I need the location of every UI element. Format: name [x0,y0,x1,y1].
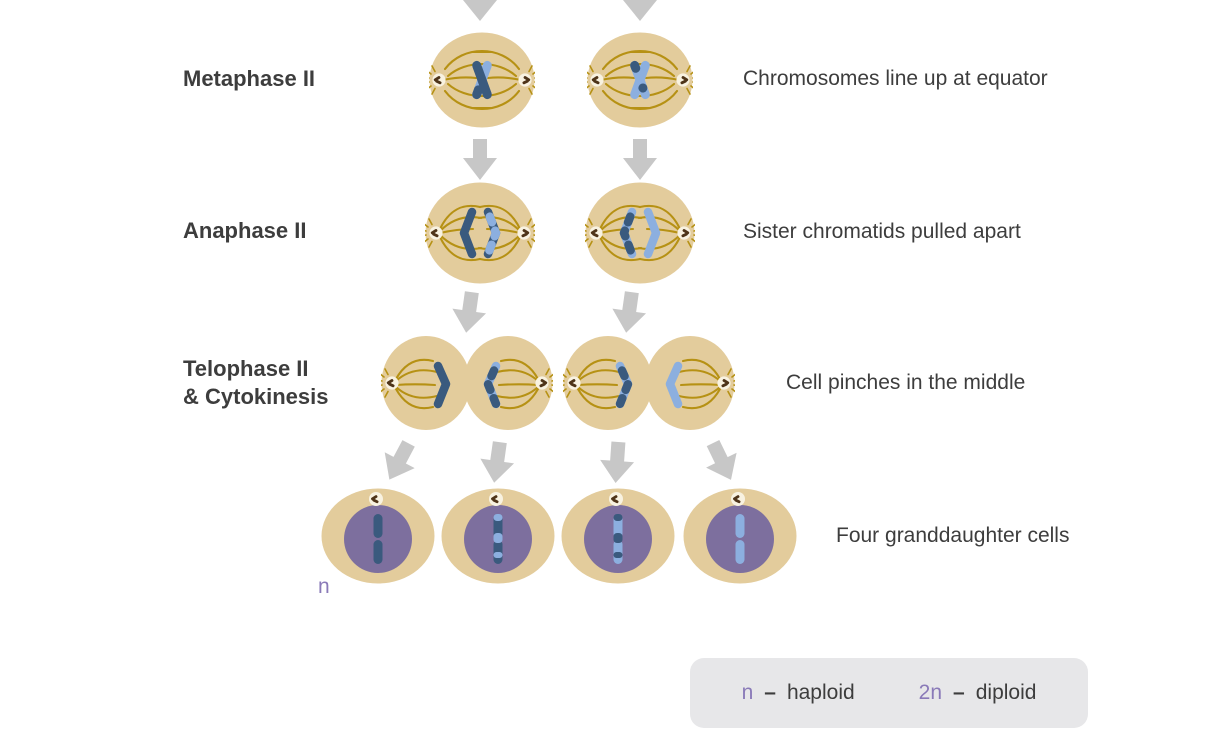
chromatid-dark [459,207,477,259]
chromosome-x-recombinant-light [630,60,650,100]
chromatid-band-overlay [483,361,501,409]
legend-symbol: n [741,681,754,704]
cell-anaphase-right [585,182,695,284]
stage-label-telophase-2: Telophase II & Cytokinesis [183,355,329,411]
cell-granddaughter-1 [321,488,435,584]
chromatid-band-overlay [483,207,501,259]
cell-anaphase-left [425,182,535,284]
stage-label-anaphase-2: Anaphase II [183,218,307,243]
down-arrow-icon [449,289,489,336]
cell-granddaughter-3 [561,488,675,584]
down-arrow-icon [463,0,497,21]
nucleus [344,505,412,573]
caption-anaphase-2: Sister chromatids pulled apart [743,220,1021,243]
chromatid-light [735,514,745,564]
legend-separator: – [764,681,776,704]
cell-metaphase-left [429,32,535,128]
legend-item-diploid: 2n – diploid [919,681,1037,705]
cell-granddaughter-2 [441,488,555,584]
legend-separator: – [953,681,965,704]
legend-symbol: 2n [918,681,943,704]
caption-telophase-2: Cell pinches in the middle [786,371,1026,394]
chromatid-dark [433,361,451,409]
legend-term: diploid [975,681,1037,704]
chromatid-banded-light [613,514,623,564]
spindle-fibers [441,49,523,111]
ploidy-marker-n: n [318,575,330,598]
chromosome-x-recombinant-dark [472,60,492,100]
down-arrow-icon [477,439,517,486]
down-arrow-icon [598,440,636,485]
down-arrow-icon [609,289,649,336]
cell-telophase-left [381,336,553,430]
stage-label-metaphase-2: Metaphase II [183,66,316,91]
cell-metaphase-right [587,32,693,128]
chromatid-band-overlay [619,207,637,259]
down-arrow-icon [623,139,657,180]
chromatid-banded-dark [493,514,503,564]
nucleus [706,505,774,573]
chromatid-light [643,207,661,259]
down-arrow-icon [463,139,497,180]
stage-label-line1: Telophase II [183,356,309,381]
legend-item-haploid: n – haploid [742,681,855,705]
down-arrow-icon [623,0,657,21]
down-arrow-icon [374,435,424,488]
stage-label-line2: & Cytokinesis [183,384,329,409]
legend-term: haploid [786,681,855,704]
chromatid-dark [373,514,383,564]
chromatid-band-overlay [615,361,633,409]
chromatid-light [665,361,683,409]
cell-telophase-right [563,336,735,430]
down-arrow-icon [697,435,747,488]
ploidy-legend: n – haploid 2n – diploid [690,658,1088,728]
spindle-fibers [599,49,681,111]
caption-metaphase-2: Chromosomes line up at equator [743,67,1048,90]
cell-granddaughter-4 [683,488,797,584]
caption-granddaughter-cells: Four granddaughter cells [836,524,1070,547]
